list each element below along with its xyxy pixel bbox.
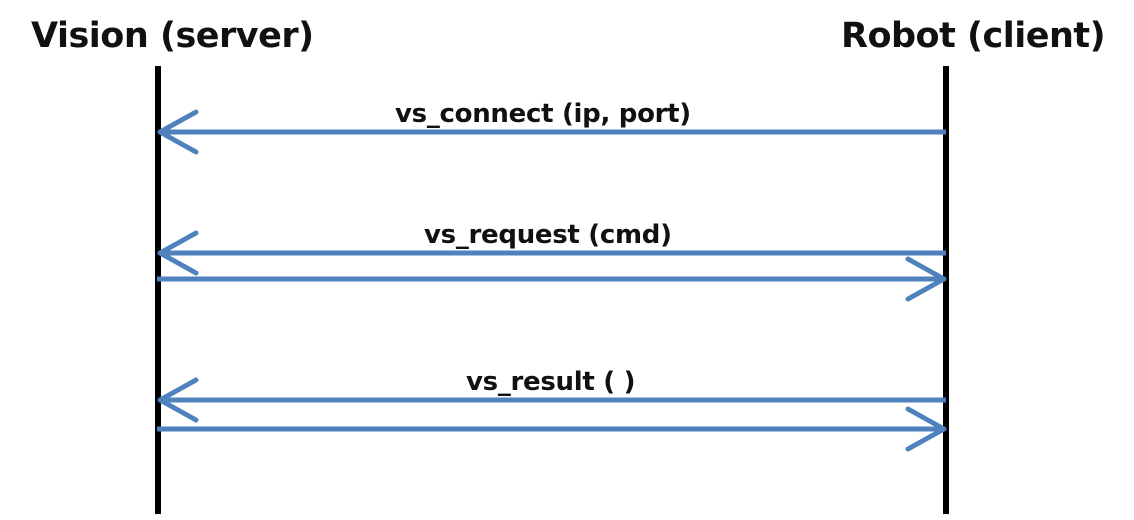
message-label-vs-result: vs_result ( )	[466, 367, 636, 397]
arrowhead-left-vs-connect	[157, 109, 199, 155]
message-arrow-vs-result-return	[157, 406, 947, 452]
message-label-vs-connect: vs_connect (ip, port)	[395, 99, 691, 129]
arrowhead-left-vs-request	[157, 230, 199, 276]
lifeline-robot	[943, 66, 949, 514]
actor-label-robot: Robot (client)	[841, 16, 1106, 56]
message-arrow-vs-request-return	[157, 256, 947, 302]
message-label-vs-request: vs_request (cmd)	[424, 220, 672, 250]
arrowhead-right-vs-result-return	[905, 406, 947, 452]
actor-label-vision: Vision (server)	[31, 16, 314, 56]
lifeline-vision	[155, 66, 161, 514]
arrowhead-right-vs-request-return	[905, 256, 947, 302]
arrowhead-left-vs-result	[157, 377, 199, 423]
